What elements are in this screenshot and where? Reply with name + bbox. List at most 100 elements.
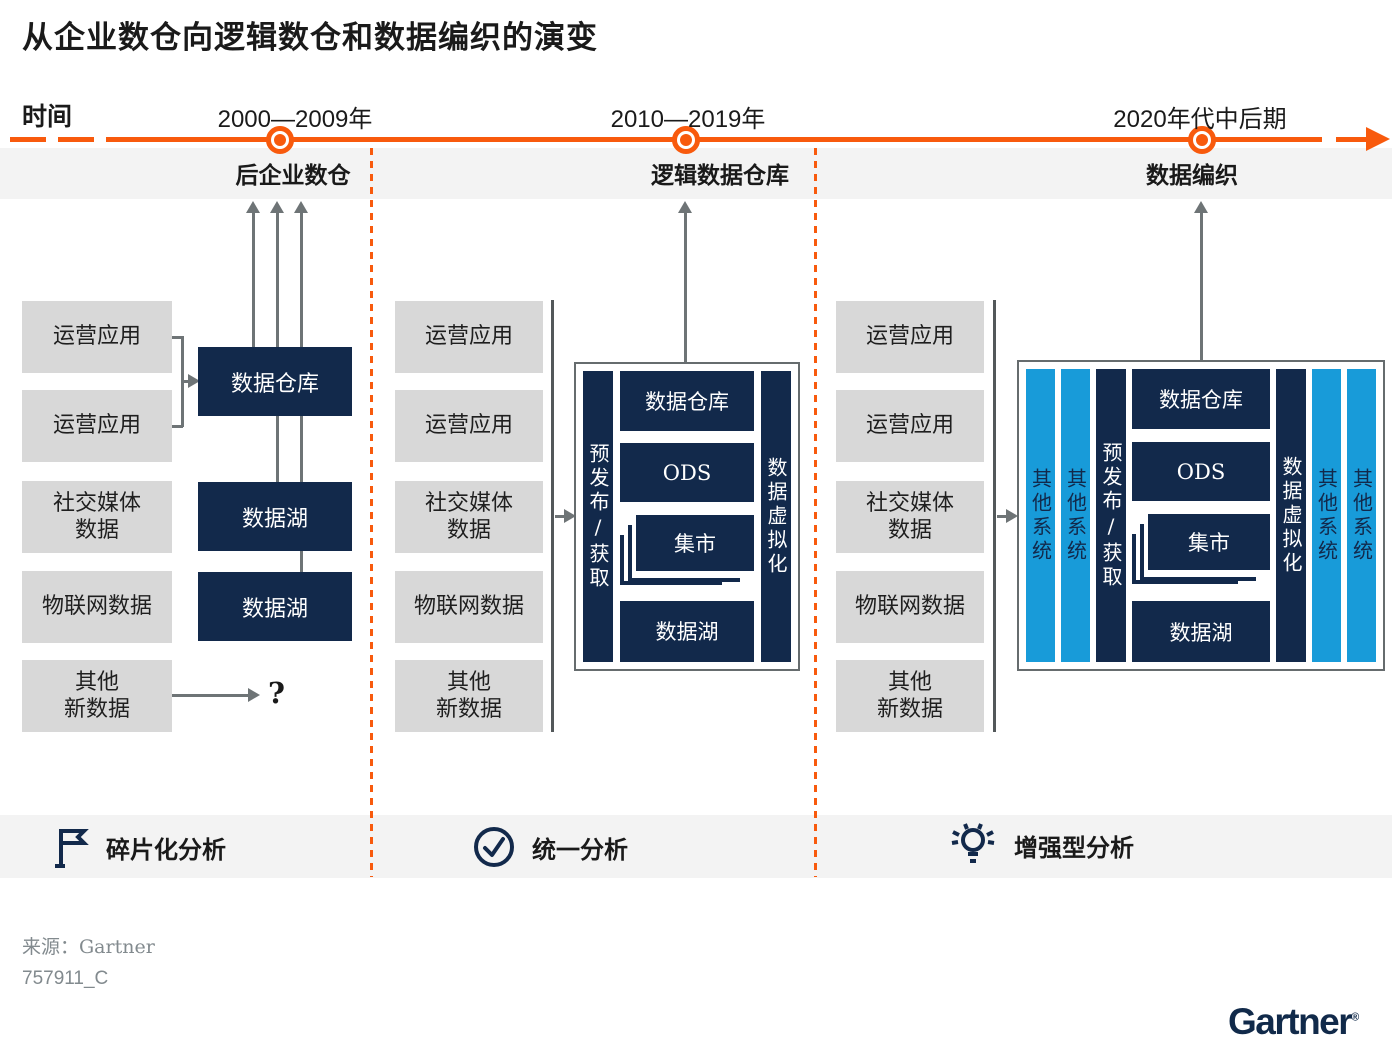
upward-line [684,212,687,362]
milestone-marker-3 [1188,126,1216,154]
col1-data-lake-box-2: 数据湖 [198,572,352,641]
lightbulb-icon [951,823,995,863]
col1-source-iot: 物联网数据 [22,571,172,643]
arrowhead-up-icon [294,201,308,213]
col2-marts-stack: 集市 [620,514,754,589]
col2-data-warehouse-box: 数据仓库 [620,371,754,431]
col3-caption-label: 增强型分析 [1014,832,1134,862]
document-id: 757911_C [22,968,109,989]
col2-collector-bar [551,300,554,732]
col2-mart-box: 集市 [636,514,754,571]
col3-collector-bar [993,300,996,732]
col2-ldw-container: 预发布/获取 数据仓库 ODS 集市 数据湖 数据虚拟化 [574,362,800,671]
timeline-line [106,137,1322,142]
mart-stack-frame [620,534,722,585]
col3-marts-stack: 集市 [1132,514,1270,588]
arrowhead-right-icon [248,688,260,702]
timeline-dash [58,137,94,142]
col1-caption-label: 碎片化分析 [106,834,226,864]
col2-middle-stack: 数据仓库 ODS 集市 数据湖 [620,371,754,662]
question-mark: ? [268,676,285,710]
arrowhead-up-icon [678,201,692,213]
upward-line [1200,212,1203,360]
col3-source-operational-app-2: 运营应用 [836,390,984,462]
col1-data-warehouse-box: 数据仓库 [198,347,352,416]
milestone-date-3: 2020年代中后期 [1113,106,1287,133]
col3-source-other-new-data: 其他 新数据 [836,660,984,732]
col2-source-iot: 物联网数据 [395,571,543,643]
phase-label-1: 后企业数仓 [235,162,351,189]
connector-line [183,380,190,383]
col3-source-iot: 物联网数据 [836,571,984,643]
col2-ods-box: ODS [620,443,754,503]
flag-icon [55,829,89,868]
upward-line [252,212,255,347]
col3-other-system-bar-1: 其他系统 [1026,369,1055,662]
mart-stack-frame [1140,524,1256,581]
milestone-dot [1196,134,1208,146]
col2-caption-label: 统一分析 [532,834,628,864]
timeline-dash [1336,137,1366,142]
col1-source-operational-app-1: 运营应用 [22,301,172,373]
col3-data-warehouse-box: 数据仓库 [1132,369,1270,429]
phase-label-2: 逻辑数据仓库 [651,162,789,189]
connector-line [172,336,183,339]
milestone-dot [680,134,692,146]
timeline-arrowhead-icon [1366,127,1390,151]
col2-source-social-media: 社交媒体 数据 [395,481,543,553]
col3-other-system-bar-2: 其他系统 [1061,369,1090,662]
connector-line [181,336,184,427]
milestone-dot [274,134,286,146]
caption-band [0,815,1392,878]
timeline-band [0,148,1392,199]
col1-source-other-new-data: 其他 新数据 [22,660,172,732]
arrowhead-up-icon [1194,201,1208,213]
col3-mart-box: 集市 [1148,514,1270,570]
timeline-dash [10,137,46,142]
col3-middle-stack: 数据仓库 ODS 集市 数据湖 [1132,369,1270,662]
col2-source-operational-app-1: 运营应用 [395,301,543,373]
col2-caption-group: 统一分析 [472,824,628,870]
col2-staging-bar: 预发布/获取 [583,371,613,662]
mart-stack-frame [1132,534,1238,584]
column-separator-1 [370,148,373,877]
col3-other-system-bar-4: 其他系统 [1347,369,1376,662]
source-note: 来源：Gartner [22,936,155,958]
col3-ods-box: ODS [1132,442,1270,501]
connector-line [997,515,1008,518]
col2-source-other-new-data: 其他 新数据 [395,660,543,732]
col3-caption-group: 增强型分析 [948,822,1134,868]
mart-stack-frame [628,524,740,582]
col1-data-lake-box-1: 数据湖 [198,482,352,551]
col3-data-fabric-container: 其他系统 其他系统 预发布/获取 数据仓库 ODS 集市 数据湖 数据虚拟化 其… [1017,360,1385,671]
col2-source-operational-app-2: 运营应用 [395,390,543,462]
col2-virtualization-bar: 数据虚拟化 [761,371,791,662]
col1-source-operational-app-2: 运营应用 [22,390,172,462]
col3-data-lake-box: 数据湖 [1132,601,1270,662]
col2-data-lake-box: 数据湖 [620,600,754,662]
col3-virtualization-bar: 数据虚拟化 [1276,369,1306,662]
col3-source-social-media: 社交媒体 数据 [836,481,984,553]
col3-other-system-bar-3: 其他系统 [1312,369,1341,662]
page-title: 从企业数仓向逻辑数仓和数据编织的演变 [22,20,598,56]
milestone-date-1: 2000—2009年 [217,106,373,133]
milestone-marker-1 [266,126,294,154]
registered-mark: ® [1351,1011,1360,1024]
col1-source-social-media: 社交媒体 数据 [22,481,172,553]
phase-label-3: 数据编织 [1146,162,1238,189]
connector-line [172,425,183,428]
col3-source-operational-app-1: 运营应用 [836,301,984,373]
arrowhead-right-icon [1006,509,1018,523]
gartner-logo: Gartner® [1228,1001,1359,1043]
arrowhead-right-icon [564,509,576,523]
arrowhead-up-icon [270,201,284,213]
arrowhead-right-icon [188,374,200,388]
milestone-date-2: 2010—2019年 [610,106,766,133]
connector-line [555,515,566,518]
milestone-marker-2 [672,126,700,154]
timeline-axis-label: 时间 [22,102,73,131]
col1-caption-group: 碎片化分析 [52,824,226,870]
connector-line [172,694,250,697]
check-circle-icon [474,827,514,867]
